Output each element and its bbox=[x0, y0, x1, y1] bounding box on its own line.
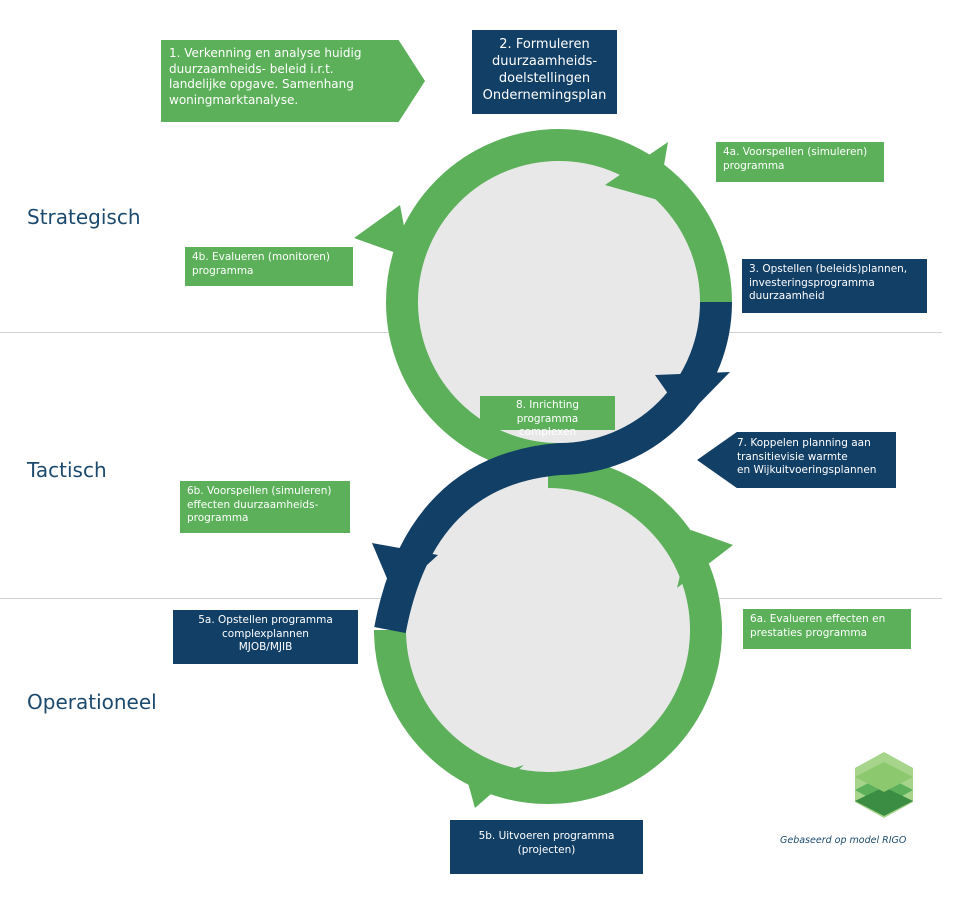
arrow-navy-right bbox=[655, 372, 730, 418]
step-5a-label: 5a. Opstellen programma complexplannen M… bbox=[198, 614, 333, 653]
arrow-bottom bbox=[468, 765, 524, 808]
upper-ring-green bbox=[386, 129, 732, 476]
step-4a-label: 4a. Voorspellen (simuleren) programma bbox=[723, 146, 868, 172]
lower-ring-green bbox=[374, 456, 722, 804]
step-5b-label: 5b. Uitvoeren programma (projecten) bbox=[478, 830, 615, 856]
logo-caption: Gebaseerd op model RIGO bbox=[780, 835, 907, 846]
step-7-label: 7. Koppelen planning aan transitievisie … bbox=[737, 437, 877, 476]
lower-circle-fill bbox=[390, 472, 706, 788]
step-2-label: 2. Formuleren duurzaamheids- doelstellin… bbox=[482, 37, 607, 103]
step-6a-label: 6a. Evalueren effecten en prestaties pro… bbox=[750, 613, 886, 639]
step-3-label: 3. Opstellen (beleids)plannen, investeri… bbox=[749, 263, 908, 302]
step-1-label: 1. Verkenning en analyse huidig duurzaam… bbox=[169, 46, 362, 107]
step-4b-label: 4b. Evalueren (monitoren) programma bbox=[192, 251, 331, 277]
step-8-box: 8. Inrichting programma complexen bbox=[480, 396, 615, 438]
level-strategic-label: Strategisch bbox=[27, 205, 141, 229]
level-tactical-label: Tactisch bbox=[27, 458, 107, 482]
step-6b-box: 6b. Voorspellen (simuleren) effecten duu… bbox=[180, 481, 350, 533]
arrow-lower-right bbox=[677, 530, 733, 588]
step-4b-box: 4b. Evalueren (monitoren) programma bbox=[185, 247, 353, 286]
step-4a-box: 4a. Voorspellen (simuleren) programma bbox=[716, 142, 884, 182]
step-8-label: 8. Inrichting programma complexen bbox=[515, 399, 580, 438]
step-1-box: 1. Verkenning en analyse huidig duurzaam… bbox=[161, 40, 425, 122]
step-5b-box: 5b. Uitvoeren programma (projecten) bbox=[450, 820, 643, 874]
crossing-band-navy bbox=[374, 301, 732, 634]
layered-hexagon-icon bbox=[855, 752, 913, 818]
arrow-navy-left bbox=[372, 543, 438, 595]
step-2-box: 2. Formuleren duurzaamheids- doelstellin… bbox=[472, 30, 617, 114]
step-3-box: 3. Opstellen (beleids)plannen, investeri… bbox=[742, 259, 927, 313]
step-6a-box: 6a. Evalueren effecten en prestaties pro… bbox=[743, 609, 911, 649]
step-5a-box: 5a. Opstellen programma complexplannen M… bbox=[173, 610, 358, 664]
level-operational-label: Operationeel bbox=[27, 690, 157, 714]
arrow-upper-left bbox=[354, 205, 410, 258]
upper-circle-fill bbox=[403, 145, 717, 459]
arrow-top-right bbox=[605, 142, 668, 200]
step-6b-label: 6b. Voorspellen (simuleren) effecten duu… bbox=[187, 485, 332, 524]
step-7-box: 7. Koppelen planning aan transitievisie … bbox=[697, 432, 896, 488]
